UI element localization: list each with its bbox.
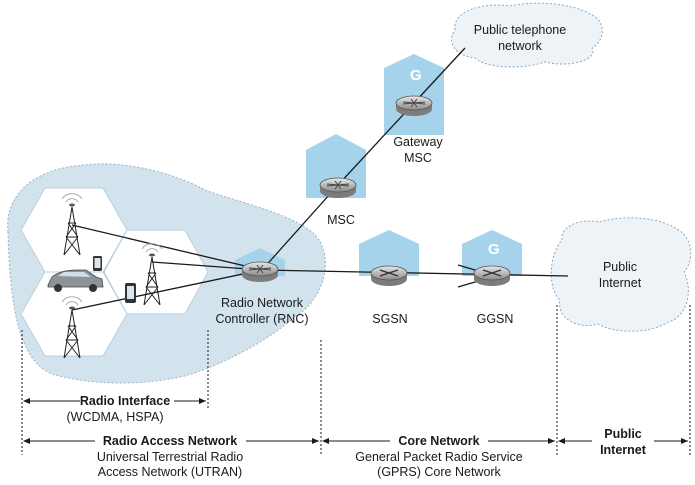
gmsc-g-badge: G bbox=[410, 67, 422, 84]
ran-title: Radio Access Network bbox=[103, 434, 237, 448]
msc-label: MSC bbox=[327, 213, 355, 227]
sgsn-label: SGSN bbox=[372, 312, 407, 326]
gateway-msc-label: MSC bbox=[404, 151, 432, 165]
ggsn-g-badge: G bbox=[488, 241, 500, 258]
ran-subtitle: Access Network (UTRAN) bbox=[98, 465, 242, 479]
ggsn-router-icon bbox=[473, 265, 511, 286]
base-station-tower-icon bbox=[61, 193, 83, 256]
public-telephone-cloud bbox=[451, 2, 603, 68]
pstn-label: Public telephone bbox=[474, 23, 566, 37]
pstn-label: network bbox=[498, 39, 543, 53]
rnc-router-icon bbox=[241, 261, 279, 282]
ggsn-label: GGSN bbox=[477, 312, 514, 326]
radio-interface-title: Radio Interface bbox=[80, 394, 170, 408]
core-title: Core Network bbox=[398, 434, 479, 448]
gateway-msc-router-icon bbox=[395, 95, 433, 116]
public-internet-label: Internet bbox=[599, 276, 642, 290]
base-station-tower-icon bbox=[61, 296, 83, 359]
rnc-label: Controller (RNC) bbox=[215, 312, 308, 326]
cell-hexagons bbox=[20, 187, 209, 357]
public-internet-cloud bbox=[550, 217, 692, 332]
node-housings bbox=[235, 54, 522, 276]
base-station-tower-icon bbox=[141, 243, 163, 306]
public-internet-label: Public bbox=[603, 260, 637, 274]
smartphone-icon bbox=[125, 283, 136, 303]
car-icon bbox=[47, 269, 104, 292]
ran-subtitle: Universal Terrestrial Radio bbox=[97, 450, 243, 464]
core-subtitle: General Packet Radio Service bbox=[355, 450, 522, 464]
sgsn-router-icon bbox=[370, 265, 408, 286]
public-internet-dim-title: Internet bbox=[600, 443, 647, 457]
dimension-ticks bbox=[21, 305, 691, 455]
public-internet-dim-title: Public bbox=[604, 427, 642, 441]
msc-router-icon bbox=[319, 177, 357, 198]
radio-interface-subtitle: (WCDMA, HSPA) bbox=[67, 410, 164, 424]
rnc-label: Radio Network bbox=[221, 296, 304, 310]
gateway-msc-label: Gateway bbox=[393, 135, 443, 149]
network-links bbox=[71, 47, 569, 311]
smartphone-icon bbox=[93, 256, 102, 271]
core-subtitle: (GPRS) Core Network bbox=[377, 465, 501, 479]
